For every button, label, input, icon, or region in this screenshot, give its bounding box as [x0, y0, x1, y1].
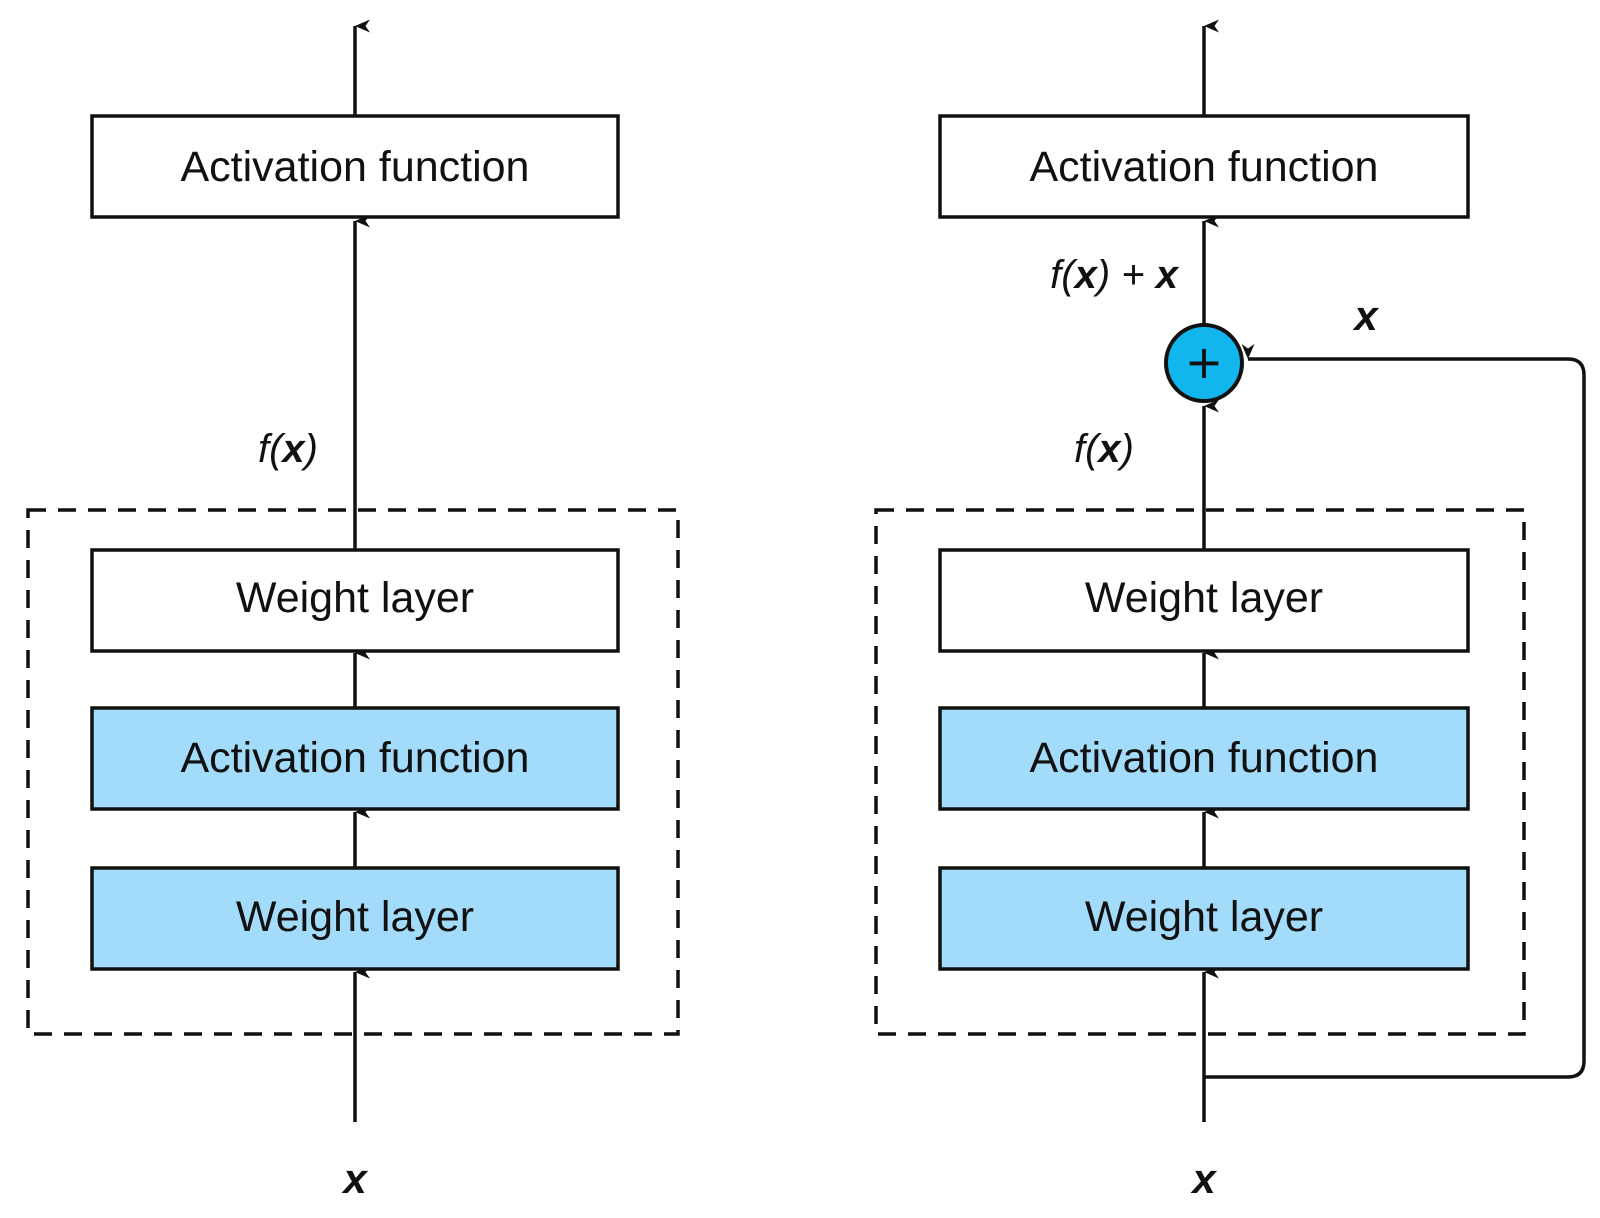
skip-connection-arrow [1204, 344, 1586, 1079]
left-lower-weight-label: Weight layer [236, 893, 474, 941]
right-middle-activation-box [938, 706, 1470, 811]
right-dashed-frame [874, 508, 1526, 1036]
left-fx-label: f(x) [258, 427, 318, 471]
right-top-activation-box [938, 114, 1470, 219]
sum-plus-icon: + [1185, 335, 1224, 389]
right-lower-weight-label: Weight layer [1085, 893, 1323, 941]
right-residual-block: Activation function Weight layer Activat… [874, 19, 1586, 1202]
skip-x-label: x [1352, 292, 1379, 339]
left-upper-weight-box [90, 548, 620, 653]
left-regular-block: Activation function Weight layer Activat… [26, 19, 680, 1202]
sum-output-label: f(x) + x [1050, 253, 1180, 297]
left-lower-weight-box [90, 866, 620, 971]
right-input-x: x [1190, 1155, 1217, 1202]
left-input-x: x [341, 1155, 368, 1202]
right-top-activation-label: Activation function [1030, 143, 1379, 191]
left-top-activation-box [90, 114, 620, 219]
right-middle-activation-label: Activation function [1030, 734, 1379, 782]
left-middle-activation-label: Activation function [181, 734, 530, 782]
left-middle-activation-box [90, 706, 620, 811]
right-fx-label: f(x) [1074, 427, 1134, 471]
right-upper-weight-label: Weight layer [1085, 574, 1323, 622]
left-top-activation-label: Activation function [181, 143, 530, 191]
sum-node-circle [1164, 323, 1244, 403]
right-lower-weight-box [938, 866, 1470, 971]
left-upper-weight-label: Weight layer [236, 574, 474, 622]
left-dashed-frame [26, 508, 680, 1036]
right-upper-weight-box [938, 548, 1470, 653]
